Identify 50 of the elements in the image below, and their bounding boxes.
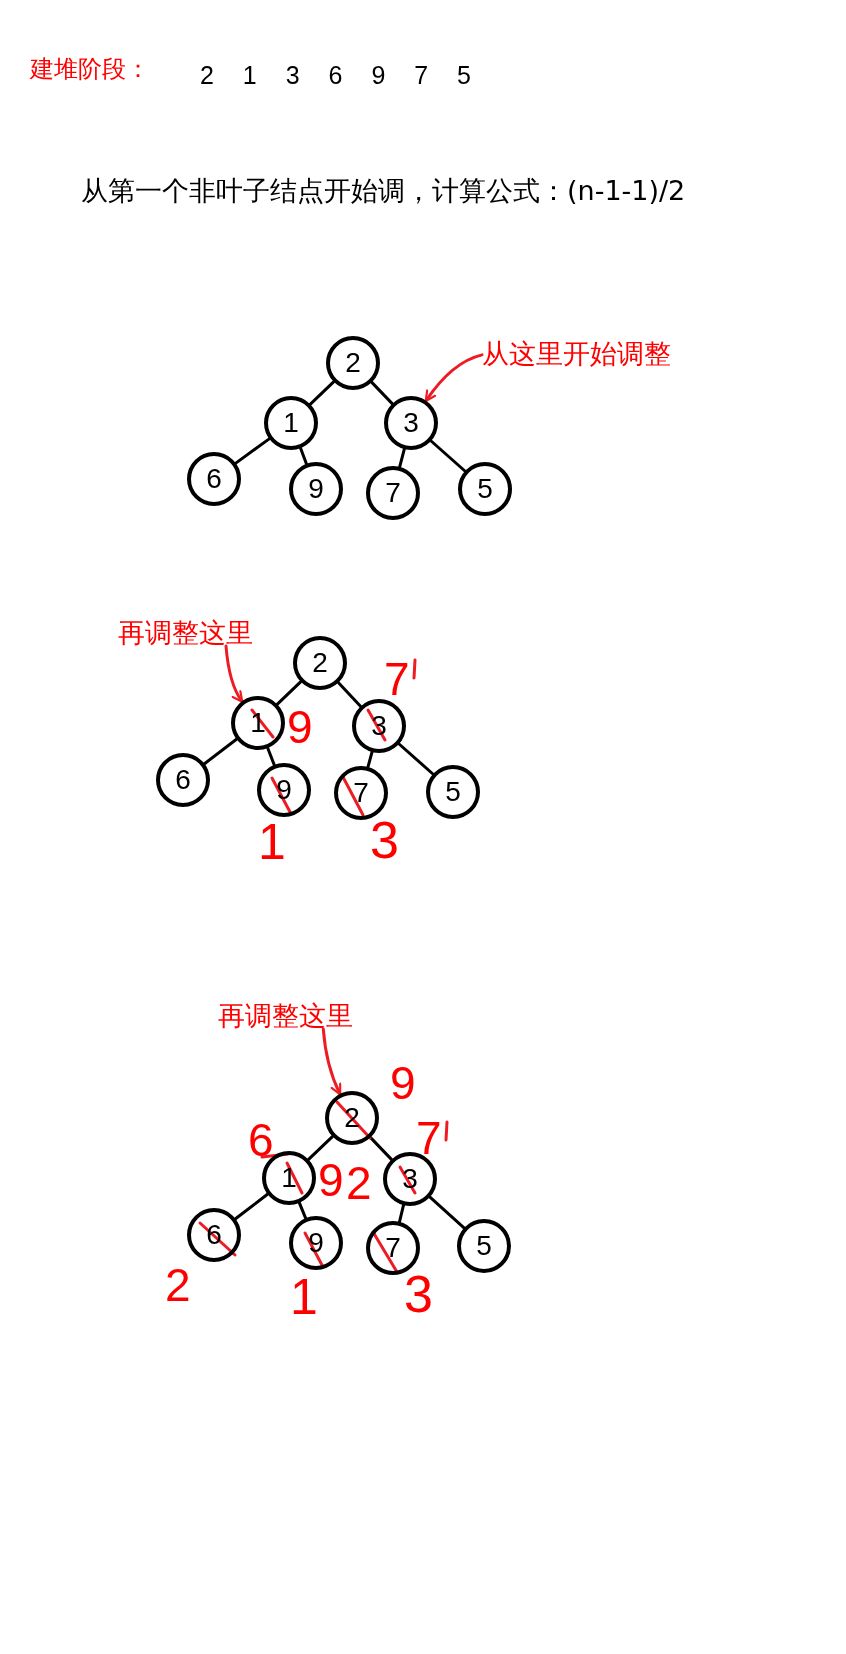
handwritten-digit: 1 [290,1272,318,1322]
circle-node: 2 [326,336,380,390]
connector-line [307,1135,334,1161]
connector-line [366,750,374,769]
circle-node: 1 [264,396,318,450]
handwritten-digit: 7 [384,656,410,702]
circle-node: 2 [293,636,347,690]
arrow [224,644,244,703]
heading: 建堆阶段： [30,57,150,81]
connector-line [370,380,394,406]
connector-line [429,439,467,473]
circle-node: 7 [366,466,420,520]
circle-node: 5 [458,462,512,516]
connector-line [337,681,362,708]
handwritten-digit: 2 [165,1262,191,1308]
connector-line [369,1136,393,1161]
connector-line [308,380,336,406]
handwritten-digit: 9 [318,1157,344,1203]
connector-line [203,737,238,766]
circle-node: 7 [334,766,388,820]
circle-node: 5 [426,765,480,819]
connector-line [428,1195,466,1230]
connector-line [297,1201,308,1220]
connector-line [398,447,406,469]
annotation-text: 从这里开始调整 [482,340,671,367]
handwritten-digit: 1 [258,817,286,867]
connector-line [266,746,276,767]
note-text: 从第一个非叶子结点开始调，计算公式：(n-1-1)/2 [81,177,686,204]
circle-node: 6 [156,753,210,807]
annotation-text: 再调整这里 [118,619,253,646]
connector-line [275,680,303,706]
annotation-text: 再调整这里 [218,1002,353,1029]
handwritten-digit: 9 [287,704,313,750]
circle-node: 9 [289,1216,343,1270]
connector-line [299,446,308,466]
arrow [424,353,484,403]
circle-node: 3 [384,396,438,450]
connector-line [398,1203,405,1224]
circle-node: 6 [187,452,241,506]
handwritten-digit: 9 [390,1060,416,1106]
connector-line [234,1192,269,1221]
arrow [321,1027,342,1096]
circle-node: 9 [257,763,311,817]
connector-line [234,437,271,465]
handwritten-digit: 2 [346,1160,372,1206]
connector-line [397,742,435,776]
circle-node: 9 [289,462,343,516]
circle-node: 5 [457,1219,511,1273]
number-row: 2 1 3 6 9 7 5 [200,63,471,88]
circle-node: 7 [366,1221,420,1275]
